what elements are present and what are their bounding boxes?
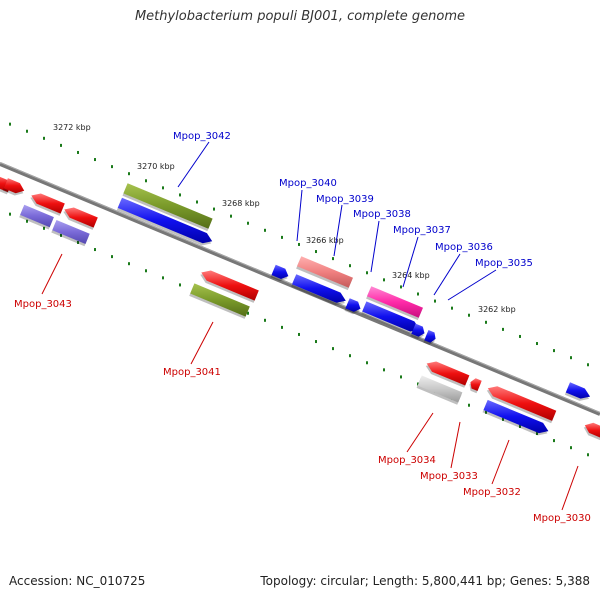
cds-olive-3041[interactable] [190, 283, 250, 317]
cds-lavender-b[interactable] [52, 220, 90, 244]
cds-blue-3039[interactable] [292, 274, 346, 303]
leader-mpop-3036 [433, 253, 461, 296]
cds-red-3032[interactable] [487, 386, 557, 421]
leader-mpop-3034 [406, 412, 434, 453]
cds-red-b[interactable] [3, 178, 25, 194]
kbp-label-3270: 3270 kbp [137, 162, 175, 171]
leader-mpop-3037 [402, 236, 419, 288]
cds-red-c[interactable] [31, 193, 65, 214]
cds-blue-3035b[interactable] [424, 330, 436, 343]
cds-red-3030[interactable] [584, 422, 600, 438]
map-title: Methylobacterium populi BJ001, complete … [134, 9, 466, 24]
accession-text: Accession: NC_010725 [9, 574, 146, 588]
cds-red-3033[interactable] [470, 378, 482, 391]
cds-olive-3042[interactable] [123, 183, 213, 229]
kbp-label-3272: 3272 kbp [53, 123, 91, 132]
cds-blue-3036[interactable] [362, 301, 420, 332]
leader-mpop-3039 [333, 204, 343, 257]
cds-blue-3031[interactable] [565, 382, 591, 399]
scale-tick-track [9, 122, 589, 457]
cds-salmon-3039[interactable] [297, 256, 353, 288]
gene-label-mpop-3033[interactable]: Mpop_3033 [420, 471, 478, 482]
cds-blue-3032[interactable] [483, 399, 549, 434]
kbp-label-3264: 3264 kbp [392, 271, 430, 280]
leader-mpop-3038 [370, 220, 380, 273]
cds-blue-3042[interactable] [117, 197, 213, 244]
topology-text: Topology: circular; Length: 5,800,441 bp… [260, 574, 590, 588]
gene-label-mpop-3039[interactable]: Mpop_3039 [316, 194, 374, 205]
cds-red-3034[interactable] [426, 361, 470, 386]
cds-red-3041[interactable] [201, 270, 259, 301]
gene-label-mpop-3041[interactable]: Mpop_3041 [163, 367, 221, 378]
kbp-label-3262: 3262 kbp [478, 305, 516, 314]
leader-mpop-3032 [491, 439, 510, 485]
leader-mpop-3041 [190, 321, 214, 365]
gene-label-mpop-3036[interactable]: Mpop_3036 [435, 242, 493, 253]
gene-label-mpop-3038[interactable]: Mpop_3038 [353, 209, 411, 220]
genome-backbone [0, 162, 600, 416]
leader-mpop-3042 [177, 141, 210, 188]
cds-lavender-a[interactable] [20, 204, 54, 228]
gene-label-mpop-3034[interactable]: Mpop_3034 [378, 455, 436, 466]
kbp-label-3268: 3268 kbp [222, 199, 260, 208]
leader-mpop-3030 [561, 465, 579, 511]
leader-mpop-3043 [41, 253, 63, 295]
gene-label-mpop-3030[interactable]: Mpop_3030 [533, 513, 591, 524]
cds-grey-3034[interactable] [417, 375, 463, 403]
feature-layer [0, 176, 600, 441]
cds-blue-3035a[interactable] [411, 323, 425, 337]
gene-label-mpop-3035[interactable]: Mpop_3035 [475, 258, 533, 269]
leader-mpop-3035 [447, 269, 497, 301]
kbp-label-3266: 3266 kbp [306, 236, 344, 245]
gene-label-mpop-3042[interactable]: Mpop_3042 [173, 131, 231, 142]
cds-blue-3040a[interactable] [271, 264, 289, 279]
leader-mpop-3040 [296, 189, 303, 242]
leader-mpop-3033 [450, 421, 461, 469]
gene-label-mpop-3037[interactable]: Mpop_3037 [393, 225, 451, 236]
cds-red-d[interactable] [64, 207, 98, 228]
gene-label-mpop-3040[interactable]: Mpop_3040 [279, 178, 337, 189]
cds-blue-3038[interactable] [345, 298, 361, 312]
gene-label-mpop-3032[interactable]: Mpop_3032 [463, 487, 521, 498]
cds-pink-3037[interactable] [367, 286, 423, 318]
gene-label-mpop-3043[interactable]: Mpop_3043 [14, 299, 72, 310]
